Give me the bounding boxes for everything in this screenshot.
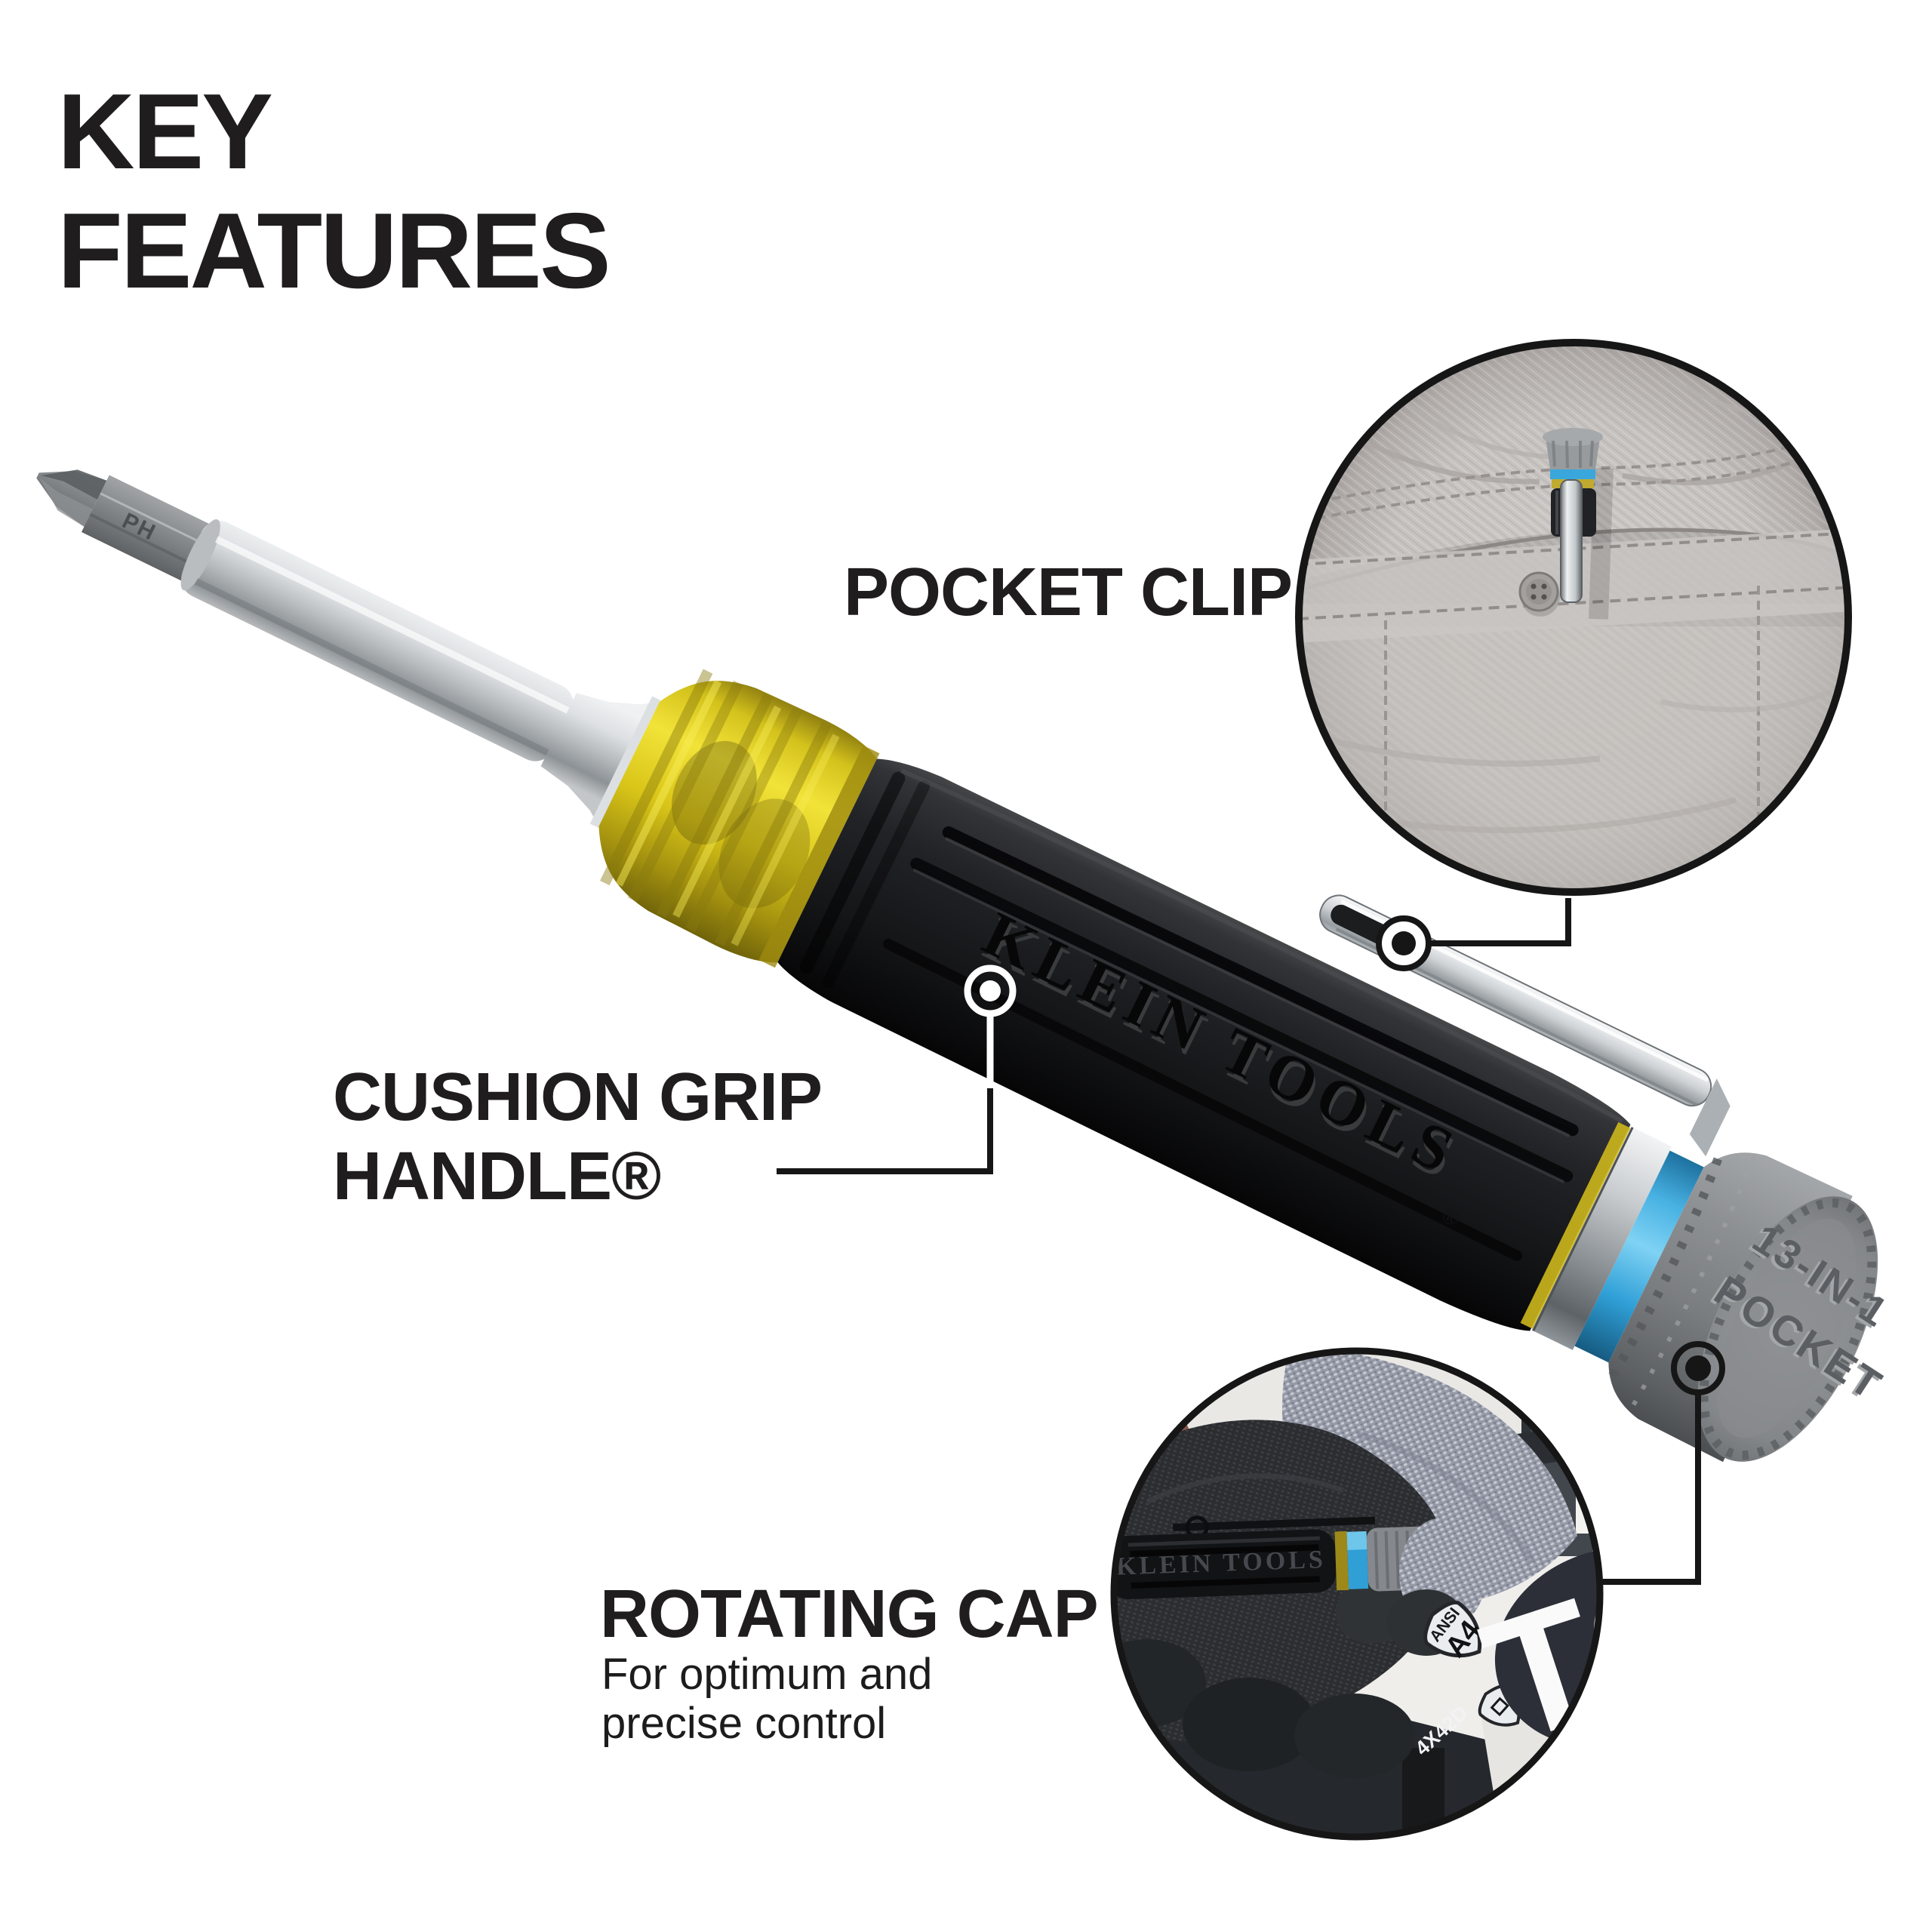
pocket-clip-callout-dot — [1376, 915, 1432, 971]
cushion-grip-callout-dot — [964, 964, 1017, 1017]
shaft — [180, 519, 574, 761]
callout-lines — [777, 898, 1701, 1585]
pocket-clip-callout-line — [1429, 898, 1571, 946]
gold-ring — [1520, 1121, 1631, 1329]
mini-pocket-clip — [1560, 479, 1583, 603]
rotating-cap-callout-dot — [1671, 1341, 1725, 1395]
clipped-screwdriver — [1543, 428, 1614, 620]
cushion-grip-label-line1: CUSHION GRIP — [333, 1060, 823, 1135]
cushion-grip-label-line2: HANDLE® — [333, 1139, 661, 1214]
screwdriver: PH — [36, 469, 1878, 1463]
mini-blue-ring — [1550, 469, 1595, 479]
page-title-line1: KEY — [57, 72, 273, 192]
page-title: KEY FEATURES — [57, 72, 611, 311]
phillips-bit — [36, 469, 107, 527]
pocket-clip-label: POCKET CLIP — [844, 555, 1293, 630]
cushion-grip-callout-line — [777, 1085, 993, 1174]
rotating-cap-callout-line — [1603, 1392, 1701, 1585]
chrome-ring — [1531, 1126, 1672, 1350]
rotating-cap-part — [1607, 1152, 1878, 1463]
pocket-inset-photo — [1295, 339, 1852, 896]
glove-inset-border — [1110, 1347, 1604, 1841]
cushion-grip-label: CUSHION GRIP HANDLE® — [333, 1058, 823, 1217]
hex-shank: PH — [81, 475, 211, 582]
yellow-collar — [598, 669, 880, 968]
pocket-inset-border — [1295, 339, 1852, 896]
blue-ring — [1574, 1150, 1704, 1363]
ferrule — [540, 693, 660, 828]
rotating-cap-label: ROTATING CAP — [600, 1577, 1099, 1652]
page-title-line2: FEATURES — [57, 191, 611, 311]
rotating-cap-subtext-line1: For optimum and — [601, 1650, 933, 1699]
rotating-cap-subtext: For optimum and precise control — [601, 1650, 932, 1748]
glove-handle: KLEIN TOOLS KLEIN TOOLS — [1114, 1515, 1457, 1600]
rotating-cap-subtext-line2: precise control — [601, 1699, 887, 1748]
pocket-button — [1518, 571, 1560, 617]
